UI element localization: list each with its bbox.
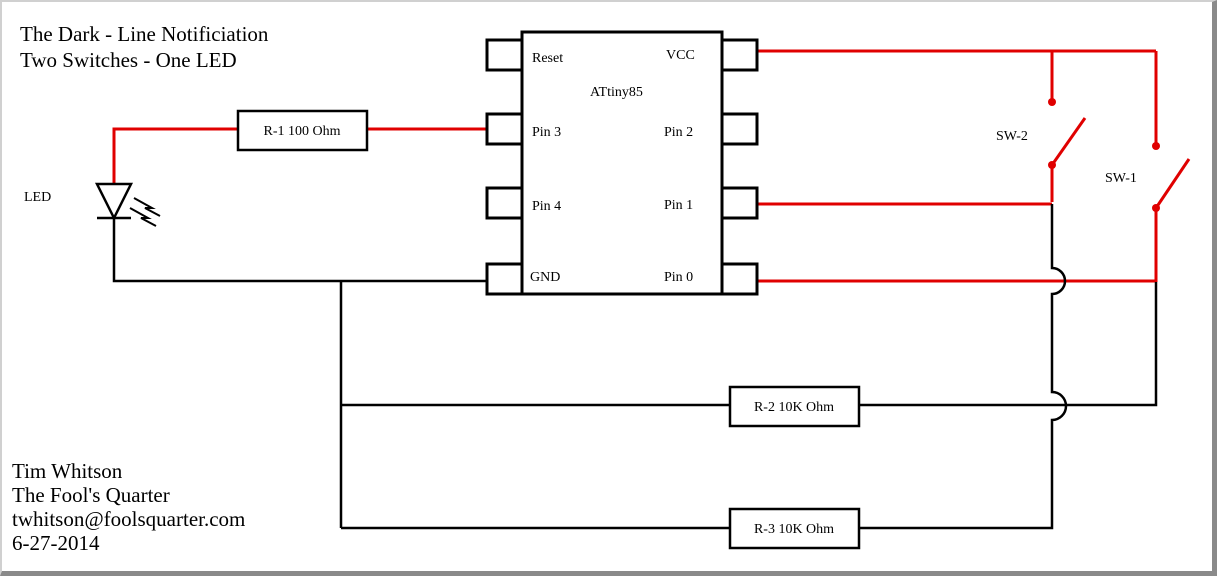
r2-label: R-2 10K Ohm	[754, 400, 834, 415]
sw1-contact-top	[1152, 142, 1160, 150]
resistor-r2	[728, 385, 861, 428]
r1-label: R-1 100 Ohm	[264, 124, 341, 139]
wire-r3-sw2	[859, 204, 1068, 530]
chip-body	[520, 30, 724, 296]
led-label: LED	[24, 190, 51, 205]
pin-gnd-lead	[485, 262, 524, 296]
author-name: Tim Whitson	[12, 459, 123, 483]
chip-pin3: Pin 3	[532, 125, 561, 140]
resistor-r1	[236, 109, 369, 152]
attiny85-chip	[485, 30, 759, 296]
sw1-label: SW-1	[1105, 171, 1137, 186]
chip-pin0: Pin 0	[664, 270, 693, 285]
led-symbol	[94, 182, 161, 227]
r3-label: R-3 10K Ohm	[754, 522, 834, 537]
wire-r2-sw1	[859, 282, 1158, 407]
wire-led-gnd	[112, 218, 487, 283]
sw2-label: SW-2	[996, 129, 1028, 144]
chip-pin-vcc: VCC	[666, 48, 695, 63]
chip-pin1: Pin 1	[664, 198, 693, 213]
author-site: The Fool's Quarter	[12, 483, 170, 507]
sw2-contact-bottom	[1048, 161, 1056, 169]
resistor-r3	[728, 507, 861, 550]
author-date: 6-27-2014	[12, 531, 100, 555]
sw1-lever	[1154, 158, 1191, 209]
pin1-lead	[720, 186, 759, 220]
pin4-lead	[485, 186, 524, 220]
chip-name: ATtiny85	[590, 85, 643, 100]
pin0-lead	[720, 262, 759, 296]
title-line1: The Dark - Line Notificiation	[20, 22, 269, 46]
pin-reset-lead	[485, 38, 524, 72]
wire-led-r1	[112, 127, 238, 184]
chip-pin2: Pin 2	[664, 125, 693, 140]
title-line2: Two Switches - One LED	[20, 48, 237, 72]
sw1-contact-bottom	[1152, 204, 1160, 212]
chip-pin4: Pin 4	[532, 199, 561, 214]
pin3-lead	[485, 112, 524, 146]
author-email: twhitson@foolsquarter.com	[12, 507, 245, 531]
chip-pin-reset: Reset	[532, 51, 563, 66]
pin2-lead	[720, 112, 759, 146]
sw2-lever	[1050, 117, 1087, 166]
chip-pin-gnd: GND	[530, 270, 560, 285]
pin-vcc-lead	[720, 38, 759, 72]
sw2-contact-top	[1048, 98, 1056, 106]
